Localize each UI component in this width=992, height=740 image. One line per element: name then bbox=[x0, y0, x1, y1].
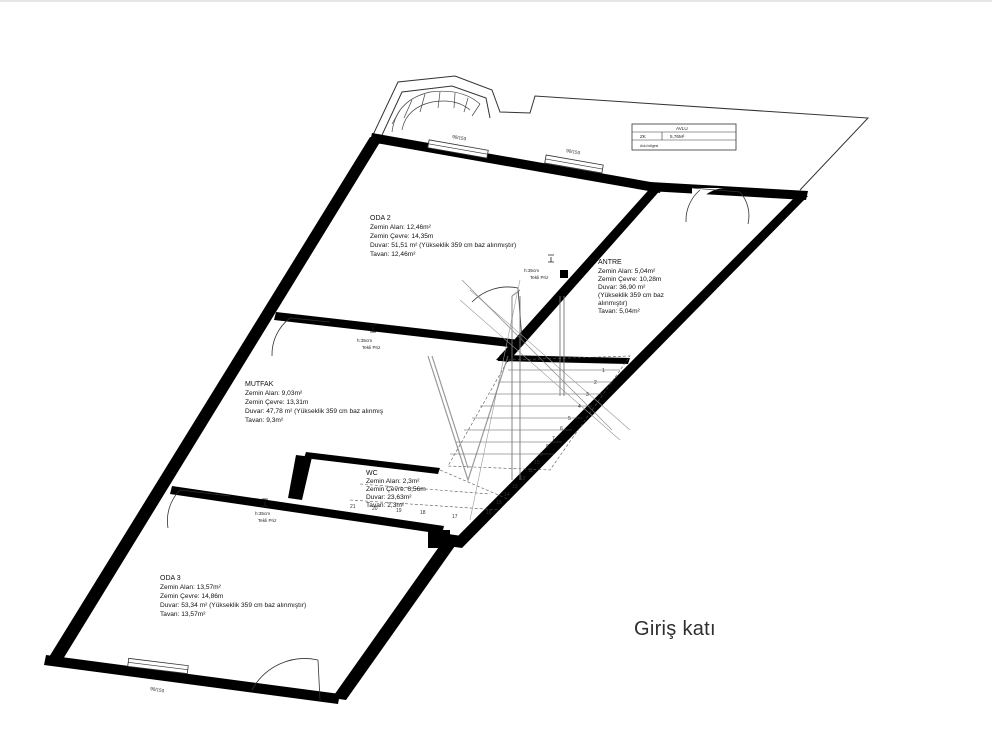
stair-number: 21 bbox=[350, 504, 356, 510]
room-detail: Zemin Alan: 9,03m² bbox=[245, 390, 303, 397]
stair-numbers: 1 2 3 4 5 6 7 8 9 10 11 12 13 14 15 16 1… bbox=[350, 368, 605, 520]
room-wc: WC Zemin Alan: 2,3m² Zemin Çevre: 6,56m … bbox=[366, 470, 426, 509]
room-detail: (Yükseklik 359 cm baz bbox=[598, 292, 664, 299]
room-oda3: ODA 3 Zemin Alan: 13,57m² Zemin Çevre: 1… bbox=[160, 575, 306, 618]
room-detail: Duvar: 47,78 m² (Yükseklik 359 cm baz al… bbox=[245, 408, 384, 415]
stair-number: 9 bbox=[540, 452, 543, 458]
avlu-table: AVLU ZK 5,76M² Avlu bölgesi bbox=[631, 123, 737, 151]
stair-number: 16 bbox=[486, 510, 492, 516]
stair-number: 6 bbox=[560, 426, 563, 432]
window-mark: 90/150 bbox=[452, 134, 467, 141]
room-detail: Zemin Çevre: 6,56m bbox=[366, 486, 426, 493]
room-detail: Tavan: 12,46m² bbox=[370, 251, 416, 258]
socket-label: Tekli Priz bbox=[362, 345, 381, 350]
stair-number: 17 bbox=[452, 514, 458, 520]
room-detail: Duvar: 23,63m² bbox=[366, 494, 412, 501]
room-detail: Duvar: 53,34 m² (Yükseklik 359 cm baz al… bbox=[160, 602, 306, 609]
room-detail: Duvar: 51,51 m² (Yükseklik 359 cm baz al… bbox=[370, 242, 516, 249]
stair-number: 7 bbox=[552, 436, 555, 442]
room-detail: Tavan: 13,57m² bbox=[160, 611, 206, 618]
stair-number: 2 bbox=[594, 380, 597, 386]
room-name: MUTFAK bbox=[245, 381, 274, 388]
room-detail: Zemin Alan: 5,04m² bbox=[598, 268, 656, 275]
socket-labels: h:35cm Tekli Priz h:35cm Tekli Priz h:35… bbox=[255, 268, 549, 523]
socket-height: h:35cm bbox=[255, 511, 270, 516]
window-marks: 90/150 90/150 90/150 bbox=[150, 134, 581, 693]
room-detail: Zemin Alan: 2,3m² bbox=[366, 478, 420, 485]
room-detail: Zemin Çevre: 14,35m bbox=[370, 233, 434, 240]
room-detail: Zemin Alan: 12,46m² bbox=[370, 224, 432, 231]
room-detail: Tavan: 5,04m² bbox=[598, 308, 641, 315]
room-detail: Zemin Alan: 13,57m² bbox=[160, 584, 222, 591]
room-detail: Zemin Çevre: 10,28m bbox=[598, 276, 662, 283]
room-name: ODA 2 bbox=[370, 215, 391, 222]
socket-symbols bbox=[262, 254, 554, 507]
avlu-code: ZK bbox=[640, 134, 647, 139]
window-mark: 90/150 bbox=[566, 148, 581, 155]
room-oda2: ODA 2 Zemin Alan: 12,46m² Zemin Çevre: 1… bbox=[370, 215, 516, 258]
stair-number: 15 bbox=[496, 500, 502, 506]
socket-label: Tekli Priz bbox=[258, 518, 277, 523]
room-name: WC bbox=[366, 470, 378, 477]
room-detail: Tavan: 2,3m² bbox=[366, 502, 405, 509]
socket-label: Tekli Priz bbox=[530, 275, 549, 280]
room-name: ANTRE bbox=[598, 259, 622, 266]
stair-number: 8 bbox=[546, 444, 549, 450]
room-name: ODA 3 bbox=[160, 575, 181, 582]
stair-number: 13 bbox=[512, 484, 518, 490]
avlu-title: AVLU bbox=[676, 126, 688, 131]
courtyard-outline bbox=[371, 75, 870, 191]
stair-number: 10 bbox=[534, 460, 540, 466]
avlu-area: 5,76M² bbox=[670, 134, 685, 139]
floor-title: Giriş katı bbox=[634, 618, 716, 640]
room-detail: Zemin Çevre: 13,31m bbox=[245, 399, 309, 406]
watermark-logo bbox=[427, 279, 613, 482]
stair-number: 18 bbox=[420, 510, 426, 516]
socket-height: h:35cm bbox=[357, 338, 372, 343]
window-mark: 90/150 bbox=[150, 686, 165, 693]
windows bbox=[127, 139, 604, 675]
doors bbox=[167, 187, 750, 701]
stair-number: 14 bbox=[504, 492, 510, 498]
walls bbox=[44, 133, 808, 704]
stair-number: 19 bbox=[396, 508, 402, 514]
room-detail: Zemin Çevre: 14,86m bbox=[160, 593, 224, 600]
room-detail: alınmıştır) bbox=[598, 300, 627, 307]
socket-height: h:35cm bbox=[524, 268, 539, 273]
stair-number: 20 bbox=[372, 506, 378, 512]
stair-number: 4 bbox=[578, 404, 581, 410]
stair-number: 5 bbox=[568, 416, 571, 422]
room-mutfak: MUTFAK Zemin Alan: 9,03m² Zemin Çevre: 1… bbox=[245, 381, 384, 424]
stair-number: 3 bbox=[586, 392, 589, 398]
room-detail: Tavan: 9,3m² bbox=[245, 417, 284, 424]
avlu-note: Avlu bölgesi bbox=[640, 144, 658, 148]
room-detail: Duvar: 36,90 m² bbox=[598, 284, 646, 291]
stair-number: 1 bbox=[602, 368, 605, 374]
spiral-stair bbox=[391, 90, 481, 133]
room-antre: ANTRE Zemin Alan: 5,04m² Zemin Çevre: 10… bbox=[598, 259, 664, 315]
stair-number: 12 bbox=[520, 476, 526, 482]
stair-number: 11 bbox=[528, 468, 533, 474]
